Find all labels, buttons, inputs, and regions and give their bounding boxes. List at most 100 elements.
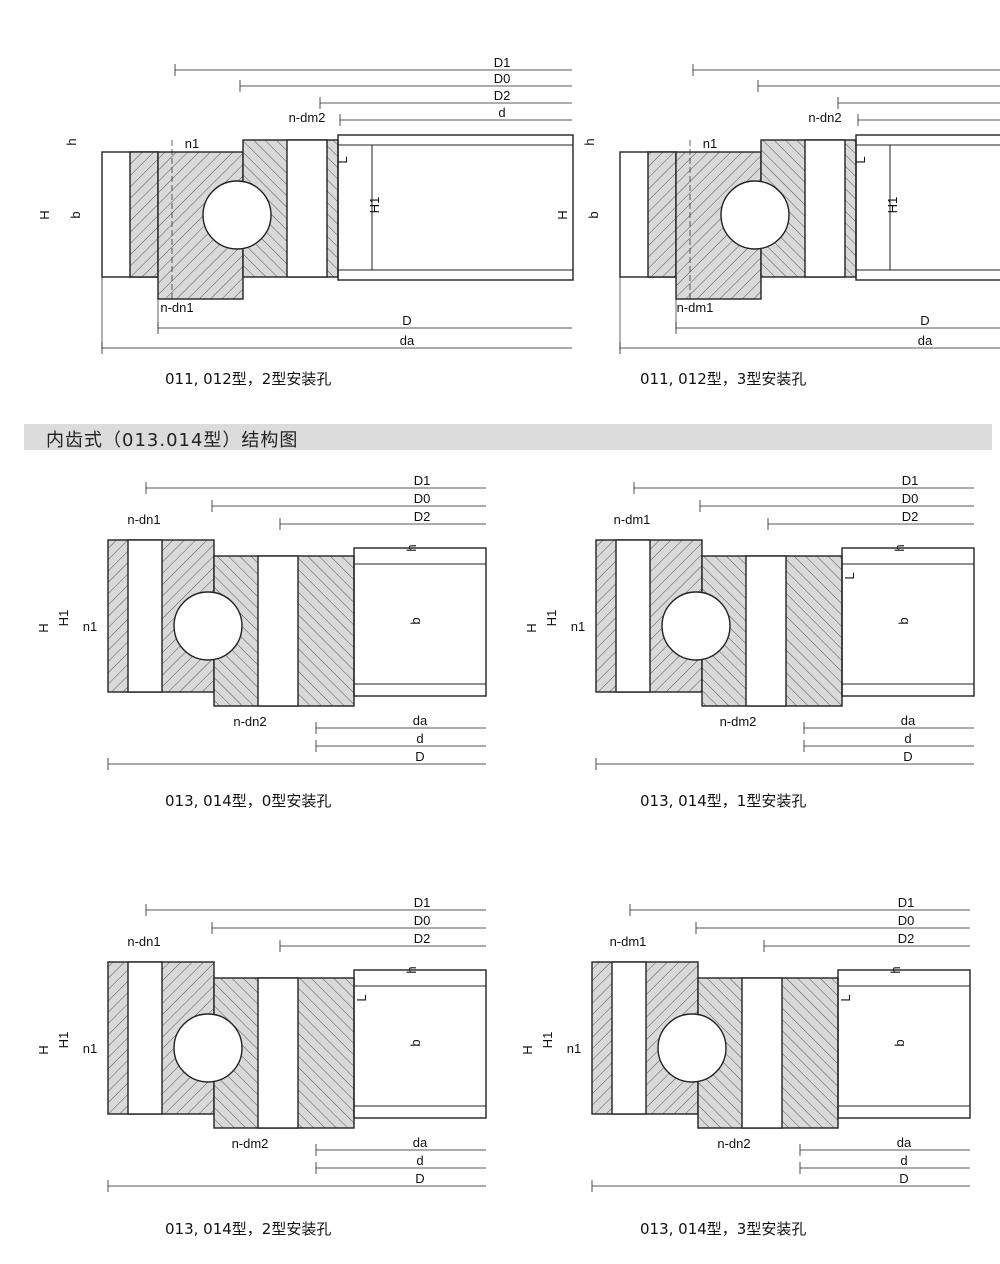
gear-teeth — [129, 151, 159, 278]
dim-label-bottom: n-dm2 — [720, 714, 757, 729]
dim-label-d: d — [416, 731, 423, 746]
dim-label-da: da — [400, 333, 415, 348]
dim-label-da: da — [413, 1135, 428, 1150]
dim-label-h: H — [520, 1045, 535, 1054]
mounting-hole — [615, 539, 651, 693]
dim-label-n1: n1 — [83, 619, 97, 634]
dim-label-d2: D2 — [414, 931, 431, 946]
dim-label-d: d — [904, 731, 911, 746]
dim-label-h1: H1 — [367, 197, 382, 214]
dim-label-n1: n1 — [703, 136, 717, 151]
dim-label-l: L — [838, 994, 853, 1001]
inner-bore — [855, 134, 1000, 281]
dim-label-n1: n1 — [185, 136, 199, 151]
dim-label-n1: n1 — [567, 1041, 581, 1056]
dim-label-h: h — [888, 966, 903, 973]
dim-label-d: D — [402, 313, 411, 328]
dim-label-h: h — [404, 966, 419, 973]
dim-label-ndm2: n-dn2 — [808, 110, 841, 125]
dim-label-d1: D1 — [494, 55, 511, 70]
dim-label-h: H — [36, 623, 51, 632]
dim-label-d: d — [416, 1153, 423, 1168]
dim-label-d0: D0 — [902, 491, 919, 506]
dim-label-d2: D2 — [902, 509, 919, 524]
dim-label-d1: D1 — [414, 473, 431, 488]
dim-label-h1: H1 — [56, 1032, 71, 1049]
dim-label-d1: D1 — [414, 895, 431, 910]
dim-label-n1: n1 — [571, 619, 585, 634]
section-header-bar: 内齿式（013.014型）结构图 — [24, 424, 992, 451]
dim-label-h: h — [404, 544, 419, 551]
inner-bore — [337, 134, 574, 281]
dim-label-d2: D2 — [898, 931, 915, 946]
dim-label-b: b — [892, 1039, 907, 1046]
dim-label-b: b — [408, 617, 423, 624]
mounting-hole — [286, 139, 328, 278]
dim-label-l: L — [354, 994, 369, 1001]
dim-label-d: D — [903, 749, 912, 764]
mounting-hole — [741, 977, 783, 1129]
dim-label-top: n-dn1 — [127, 934, 160, 949]
dim-label-h: h — [582, 138, 597, 145]
dim-label-h1: H1 — [540, 1032, 555, 1049]
caption-diagram-a: 011, 012型，2型安装孔 — [165, 370, 332, 388]
dim-label-top: n-dm1 — [614, 512, 651, 527]
dim-label-l: L — [842, 572, 857, 579]
inner-bore — [353, 547, 487, 697]
dim-label-d: d — [900, 1153, 907, 1168]
caption-diagram-e: 013, 014型，2型安装孔 — [165, 1220, 332, 1238]
mounting-hole — [611, 961, 647, 1115]
mounting-hole — [804, 139, 846, 278]
dim-label-ndm2: n-dm2 — [289, 110, 326, 125]
dim-label-d1: D1 — [902, 473, 919, 488]
dim-label-n1: n1 — [83, 1041, 97, 1056]
dim-label-top: n-dn1 — [127, 512, 160, 527]
mounting-hole — [745, 555, 787, 707]
dim-label-top: n-dm1 — [610, 934, 647, 949]
dim-label-b: b — [586, 211, 601, 218]
dim-label-d: D — [415, 1171, 424, 1186]
dim-label-l: L — [853, 156, 868, 163]
dim-label-b: b — [408, 1039, 423, 1046]
dim-label-da: da — [918, 333, 933, 348]
caption-diagram-f: 013, 014型，3型安装孔 — [640, 1220, 807, 1238]
dim-label-h1: H1 — [885, 197, 900, 214]
dim-label-d: D — [899, 1171, 908, 1186]
ball — [661, 591, 731, 661]
inner-bore — [841, 547, 975, 697]
ball — [202, 180, 272, 250]
caption-diagram-c: 013, 014型，0型安装孔 — [165, 792, 332, 810]
dim-label-b: b — [896, 617, 911, 624]
caption-diagram-b: 011, 012型，3型安装孔 — [640, 370, 807, 388]
dim-label-da: da — [897, 1135, 912, 1150]
dim-label-h: H — [555, 210, 570, 219]
dim-label-d0: D0 — [898, 913, 915, 928]
dim-label-bottom: n-dm2 — [232, 1136, 269, 1151]
dim-label-d: D — [920, 313, 929, 328]
dim-label-d: D — [415, 749, 424, 764]
mounting-hole — [257, 977, 299, 1129]
section-title: 内齿式（013.014型）结构图 — [46, 430, 299, 451]
ball — [173, 591, 243, 661]
mounting-hole — [127, 539, 163, 693]
mounting-hole — [127, 961, 163, 1115]
dim-label-l: L — [335, 156, 350, 163]
ball — [657, 1013, 727, 1083]
dim-label-h: H — [37, 210, 52, 219]
inner-bore — [837, 969, 971, 1119]
dim-label-d0: D0 — [414, 491, 431, 506]
dim-label-d0: D0 — [494, 71, 511, 86]
dim-label-d2: D2 — [414, 509, 431, 524]
dim-label-h: H — [36, 1045, 51, 1054]
dim-label-ndn1: n-dn1 — [160, 300, 193, 315]
ball — [720, 180, 790, 250]
dim-label-d0: D0 — [414, 913, 431, 928]
dim-label-h: h — [892, 544, 907, 551]
dim-label-b: b — [68, 211, 83, 218]
